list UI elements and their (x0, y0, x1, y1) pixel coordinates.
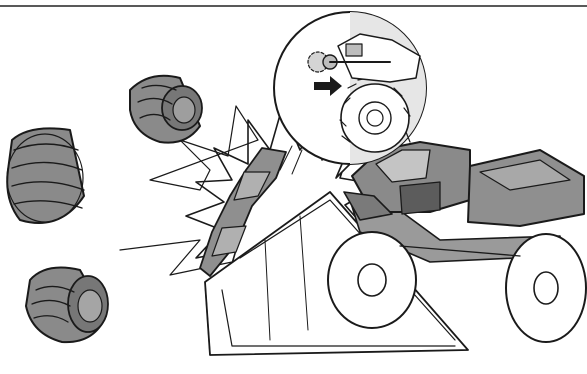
push-arrow-icon (314, 76, 342, 96)
detail-callout (273, 11, 427, 179)
tire-top (129, 74, 203, 144)
monster-truck (327, 141, 587, 343)
tire-bottom (25, 266, 109, 344)
motion-lines (279, 145, 303, 175)
bumper-part (199, 147, 287, 277)
tire-left-large (6, 127, 85, 224)
